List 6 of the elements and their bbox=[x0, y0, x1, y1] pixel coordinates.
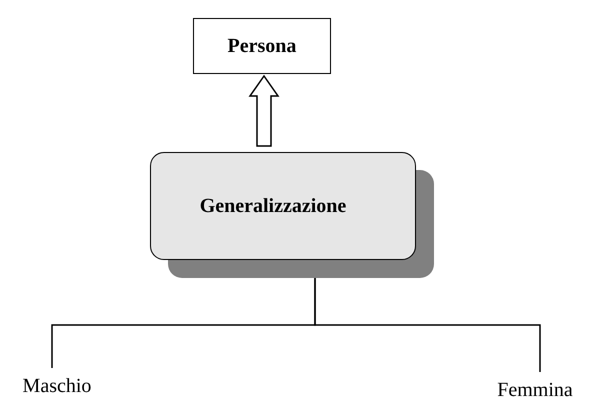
generalization-label: Generalizzazione bbox=[200, 194, 346, 218]
entity-box bbox=[193, 18, 331, 74]
entity-label: Maschio bbox=[22, 374, 92, 398]
entity-label: Femmina bbox=[497, 378, 573, 402]
hollow-arrow bbox=[248, 74, 280, 147]
entity-name: Persona bbox=[228, 34, 296, 58]
